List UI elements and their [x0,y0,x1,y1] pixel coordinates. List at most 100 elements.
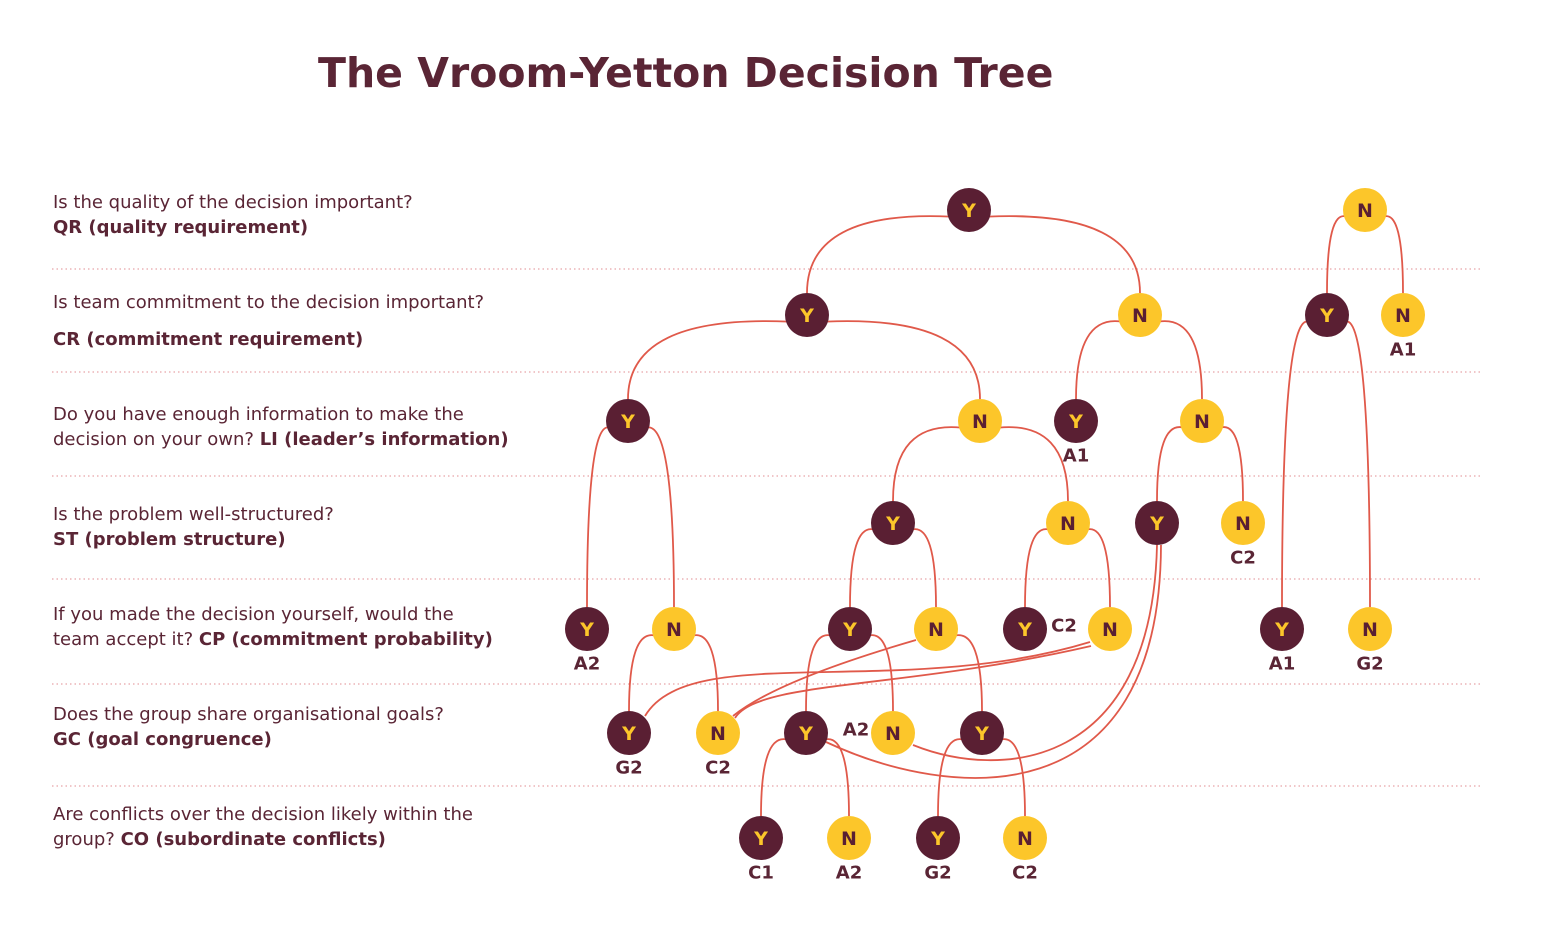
question-text: Does the group share organisational goal… [53,704,444,725]
question-text: If you made the decision yourself, would… [53,604,454,625]
tree-edge-n15-n22 [628,634,656,712]
tree-edge-n15-n23 [692,634,719,712]
node-answer: N [841,828,857,850]
node-answer: N [1017,828,1033,850]
decision-style-outcome: C2 [705,758,731,779]
tree-node-yes: YA1 [1054,399,1098,467]
tree-node-yes: Y C2 [1003,607,1077,651]
node-circle [871,501,915,545]
node-answer: Y [798,723,813,745]
tree-edges [586,215,1404,817]
node-circle [739,816,783,860]
node-answer: Y [799,305,814,327]
tree-node-yes: Y [784,711,828,755]
node-circle [1260,607,1304,651]
node-circle [784,711,828,755]
node-circle [914,607,958,651]
tree-edge-n9-n12 [1156,426,1184,502]
question-text-cont: team accept it? [53,629,199,650]
tree-node-no: N [1088,607,1132,651]
node-answer: Y [1017,619,1032,641]
tree-edge-n26-n30 [1000,738,1026,817]
tree-edge-n4-n21 [1345,320,1371,608]
node-circle [1180,399,1224,443]
tree-edge-n26-n29 [937,738,964,817]
decision-style-outcome: G2 [1356,654,1383,675]
node-circle [1135,501,1179,545]
tree-edge-n19-n23 [734,645,1092,719]
node-answer: N [1395,305,1411,327]
tree-edge-n2-n7 [825,320,981,400]
node-circle [1003,607,1047,651]
node-circle [1305,293,1349,337]
tree-node-yes: Y [785,293,829,337]
node-circle [1088,607,1132,651]
node-answer: N [1102,619,1118,641]
decision-style-outcome: C2 [1051,616,1077,637]
question-abbreviation: ST (problem structure) [53,529,286,550]
tree-node-yes: Y [1305,293,1349,337]
node-circle [606,399,650,443]
tree-node-no: N [1118,293,1162,337]
node-circle [1221,501,1265,545]
node-circle [960,711,1004,755]
question-abbreviation: LI (leader’s information) [260,429,509,450]
tree-node-yes: Y [871,501,915,545]
question-labels: Is the quality of the decision important… [53,192,509,850]
tree-edge-n3-n9 [1158,320,1203,400]
node-circle [1348,607,1392,651]
question-abbreviation: CO (subordinate conflicts) [121,829,386,850]
node-answer: Y [974,723,989,745]
node-answer: N [666,619,682,641]
node-answer: Y [885,513,900,535]
tree-node-yes: Y [947,188,991,232]
tree-node-no: NC2 [1003,816,1047,884]
node-answer: N [972,411,988,433]
node-answer: Y [621,723,636,745]
tree-node-yes: YA2 [565,607,609,675]
tree-edge-n16-n25 [868,634,894,712]
node-answer: Y [1149,513,1164,535]
node-circle [958,399,1002,443]
tree-node-no: N [652,607,696,651]
tree-edge-n7-n11 [998,426,1069,502]
node-answer: Y [930,828,945,850]
decision-style-outcome: A1 [1390,340,1416,361]
tree-edge-n1-n4 [1326,215,1347,294]
question-text: Is the quality of the decision important… [53,192,413,213]
node-circle [1046,501,1090,545]
question-code: group? CO (subordinate conflicts) [53,829,386,850]
tree-node-yes: Y [606,399,650,443]
tree-edge-n6-n14 [586,426,610,608]
question-code: team accept it? CP (commitment probabili… [53,629,493,650]
question-abbreviation: CP (commitment probability) [199,629,493,650]
node-circle [827,816,871,860]
question-text-cont: decision on your own? [53,429,260,450]
tree-edge-n10-n17 [911,528,937,608]
node-answer: N [1235,513,1251,535]
decision-style-outcome: A2 [836,863,862,884]
tree-edge-n0-n2 [806,215,951,294]
tree-node-yes: YC1 [739,816,783,884]
tree-node-yes: Y [828,607,872,651]
question-text-cont: group? [53,829,121,850]
node-answer: N [1194,411,1210,433]
node-answer: Y [1319,305,1334,327]
decision-style-outcome: C1 [748,863,774,884]
tree-node-no: NG2 [1348,607,1392,675]
tree-edge-n24-n28 [824,738,850,817]
tree-edge-n3-n8 [1075,320,1122,400]
node-answer: Y [961,200,976,222]
tree-edge-n24-n27 [760,738,788,817]
tree-edge-n11-n18 [1024,528,1050,608]
node-answer: Y [579,619,594,641]
tree-edge-n17-n23 [732,639,917,717]
question-abbreviation: GC (goal congruence) [53,729,272,750]
decision-style-outcome: A2 [843,720,869,741]
tree-edge-n6-n15 [646,426,675,608]
question-text: Are conflicts over the decision likely w… [53,804,473,825]
tree-edge-n0-n3 [987,215,1141,294]
node-circle [565,607,609,651]
tree-node-no: N [1046,501,1090,545]
tree-node-no: NA2 [843,711,915,755]
